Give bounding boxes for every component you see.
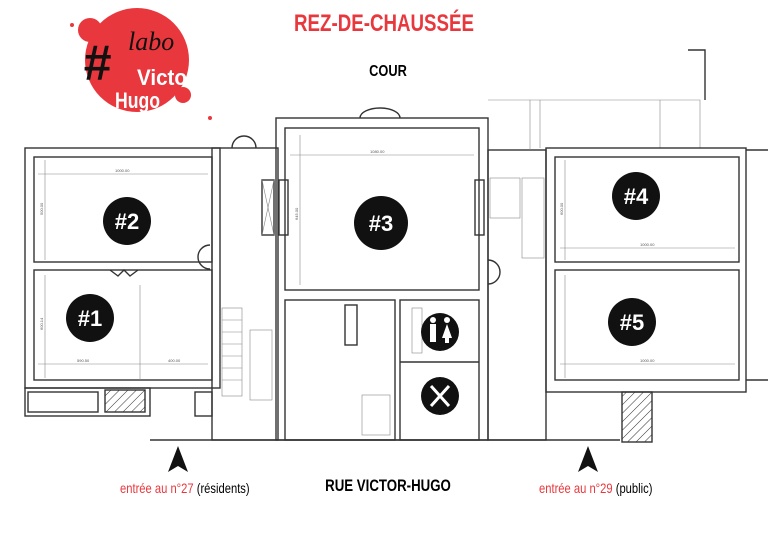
room-badge-3[interactable]: #3 — [354, 196, 408, 250]
right-wing — [545, 147, 768, 443]
courtyard-label: COUR — [369, 63, 407, 80]
entrance-note: (public) — [615, 480, 653, 496]
svg-text:Hugo: Hugo — [115, 88, 160, 113]
dimension-label: 500.00 — [39, 202, 44, 215]
right-stair-corridor — [487, 49, 706, 441]
toilets-icon — [421, 313, 459, 351]
room-3-walls — [284, 127, 480, 291]
dimension-label: 600.00 — [559, 202, 564, 215]
entrance-arrow-icon — [168, 446, 188, 472]
dimension-label: 590.50 — [77, 358, 90, 363]
room-label: #5 — [620, 310, 644, 335]
svg-text:labo: labo — [128, 27, 174, 56]
dimension-label: 1080.00 — [370, 149, 385, 154]
page-title: REZ-DE-CHAUSSÉE — [294, 10, 474, 37]
entrance-29: entrée au n°29 (public) — [539, 480, 652, 496]
room-badge-2[interactable]: #2 — [103, 197, 151, 245]
dimension-label: 1000.00 — [115, 168, 130, 173]
room-label: #1 — [78, 306, 102, 331]
room-label: #4 — [624, 184, 649, 209]
dimension-label: 1000.00 — [640, 242, 655, 247]
room-4-walls — [554, 156, 740, 263]
svg-text:#: # — [83, 35, 111, 91]
room-badge-4[interactable]: #4 — [612, 172, 660, 220]
entrance-note: (résidents) — [196, 480, 250, 496]
logo: # labo Victor Hugo — [70, 8, 212, 120]
left-wing — [24, 147, 221, 417]
restaurant-icon — [421, 377, 459, 415]
room-badge-5[interactable]: #5 — [608, 298, 656, 346]
street-label: RUE VICTOR-HUGO — [325, 476, 451, 495]
dimension-label: 600.14 — [39, 317, 44, 330]
entrance-label: entrée au n°29 — [539, 480, 613, 496]
room-5-walls — [554, 269, 740, 381]
room-label: #2 — [115, 209, 139, 234]
room-badge-1[interactable]: #1 — [66, 294, 114, 342]
room-1-walls — [33, 269, 213, 381]
svg-text:Victor: Victor — [137, 65, 195, 90]
entrance-arrow-icon — [578, 446, 598, 472]
dimension-label: 645.00 — [294, 207, 299, 220]
entrance-27: entrée au n°27 (résidents) — [120, 480, 250, 496]
dimension-label: 400.00 — [168, 358, 181, 363]
left-corridor — [194, 135, 279, 441]
dimension-label: 1000.00 — [640, 358, 655, 363]
room-label: #3 — [369, 211, 393, 236]
entrance-label: entrée au n°27 — [120, 480, 194, 496]
